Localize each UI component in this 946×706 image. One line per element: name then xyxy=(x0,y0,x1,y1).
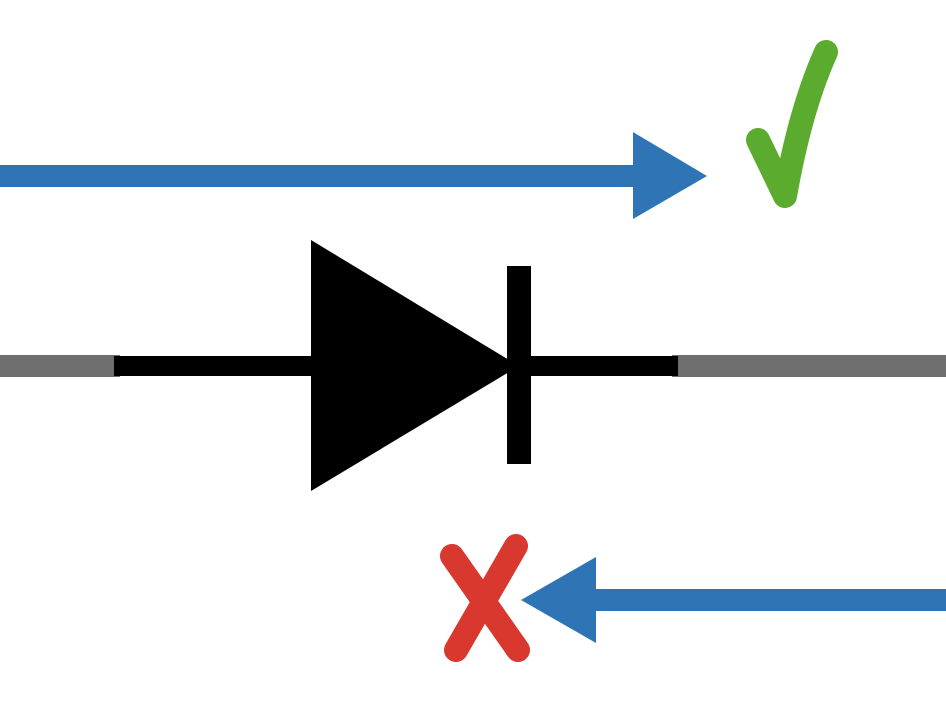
diode-anode-triangle xyxy=(311,240,519,491)
cross-icon xyxy=(440,534,530,662)
reverse-current-arrow xyxy=(521,557,946,643)
forward-current-arrow xyxy=(0,132,707,219)
cross-stroke-2 xyxy=(444,534,528,662)
check-icon xyxy=(746,40,838,208)
reverse-arrowhead xyxy=(521,557,596,643)
forward-arrowhead xyxy=(633,132,707,219)
diode-symbol-icon xyxy=(114,240,678,491)
